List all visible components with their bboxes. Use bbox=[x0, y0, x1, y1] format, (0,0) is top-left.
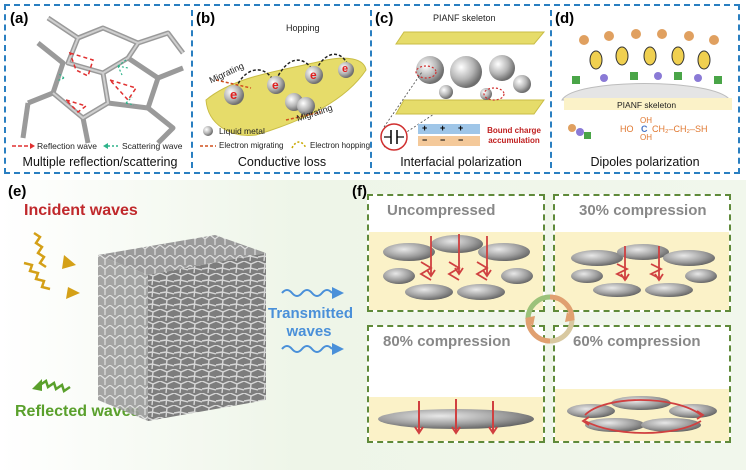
panel-a-caption: Multiple reflection/scattering bbox=[22, 155, 178, 169]
formula-oh-top: OH bbox=[640, 116, 652, 125]
incident-waves-label: Incident waves bbox=[24, 202, 138, 219]
cycle-arrows-icon bbox=[525, 294, 575, 344]
compression-80-ring bbox=[378, 399, 534, 435]
panel-c-skeleton-label: PIANF skeleton bbox=[433, 13, 496, 23]
compression-60-title: 60% compression bbox=[573, 333, 701, 350]
uncompressed-box: Uncompressed bbox=[367, 194, 545, 312]
hopping-label: Hopping bbox=[286, 23, 320, 33]
panel-c-caption: Interfacial polarization bbox=[400, 155, 522, 169]
foam-block-illustration bbox=[23, 231, 344, 421]
bound-charge-label: Bound charge accumulation bbox=[487, 126, 541, 145]
formula-chain: CH₂–CH₂–SH bbox=[652, 124, 708, 134]
panel-f-label: (f) bbox=[352, 183, 367, 200]
compression-80-box: 80% compression bbox=[367, 325, 545, 443]
uncompressed-title: Uncompressed bbox=[387, 202, 496, 219]
compression-60-box: 60% compression bbox=[553, 325, 731, 443]
panel-c-label: (c) bbox=[375, 10, 394, 27]
top-panels-frame bbox=[4, 4, 740, 174]
electron-symbol: e bbox=[230, 87, 238, 102]
panel-b-legend bbox=[200, 126, 307, 149]
transmitted-waves-label: Transmitted waves bbox=[268, 305, 354, 340]
panel-b-caption: Conductive loss bbox=[237, 155, 327, 169]
panel-d-skeleton-label: PIANF skeleton bbox=[617, 100, 677, 110]
legend-liquid-metal: Liquid metal bbox=[219, 126, 265, 136]
panel-a-label: (a) bbox=[10, 10, 29, 27]
reflected-waves-label: Reflected waves bbox=[15, 403, 140, 420]
formula-c: C bbox=[641, 124, 648, 134]
foam-network-illustration bbox=[20, 15, 185, 145]
compression-60-ring bbox=[567, 396, 717, 434]
compression-30-title: 30% compression bbox=[579, 202, 707, 219]
panel-b-label: (b) bbox=[196, 10, 216, 27]
formula-ho: HO bbox=[620, 124, 634, 134]
panel-divider bbox=[370, 10, 372, 168]
interfacial-polarization-illustration bbox=[380, 31, 546, 151]
electron-symbol: e bbox=[272, 78, 279, 92]
compression-80-title: 80% compression bbox=[383, 333, 511, 350]
electron-symbol: e bbox=[342, 63, 349, 75]
compression-30-box: 30% compression bbox=[553, 194, 731, 312]
legend-scattering-wave: Scattering wave bbox=[122, 141, 183, 151]
negative-charges: − bbox=[440, 135, 446, 145]
panel-divider bbox=[191, 10, 193, 168]
legend-reflection-wave: Reflection wave bbox=[37, 141, 98, 151]
panel-e-label: (e) bbox=[8, 183, 27, 200]
uncompressed-ring bbox=[383, 234, 533, 300]
electron-symbol: e bbox=[310, 68, 317, 82]
negative-charges: − bbox=[458, 135, 464, 145]
negative-charges: − bbox=[422, 135, 428, 145]
panel-d-label: (d) bbox=[555, 10, 575, 27]
panel-a-legend bbox=[12, 143, 120, 149]
formula-oh-bottom: OH bbox=[640, 133, 652, 142]
positive-charges: + bbox=[422, 123, 434, 133]
panel-d-caption: Dipoles polarization bbox=[590, 155, 700, 169]
legend-electron-migrating: Electron migrating bbox=[219, 141, 284, 150]
panel-divider bbox=[550, 10, 552, 168]
dipole-molecules-illustration bbox=[561, 29, 732, 139]
legend-electron-hopping: Electron hopping bbox=[310, 141, 371, 150]
compression-30-ring bbox=[571, 244, 717, 297]
positive-charges: + bbox=[458, 123, 464, 133]
conductive-film-illustration bbox=[205, 53, 367, 136]
positive-charges: + bbox=[440, 123, 446, 133]
